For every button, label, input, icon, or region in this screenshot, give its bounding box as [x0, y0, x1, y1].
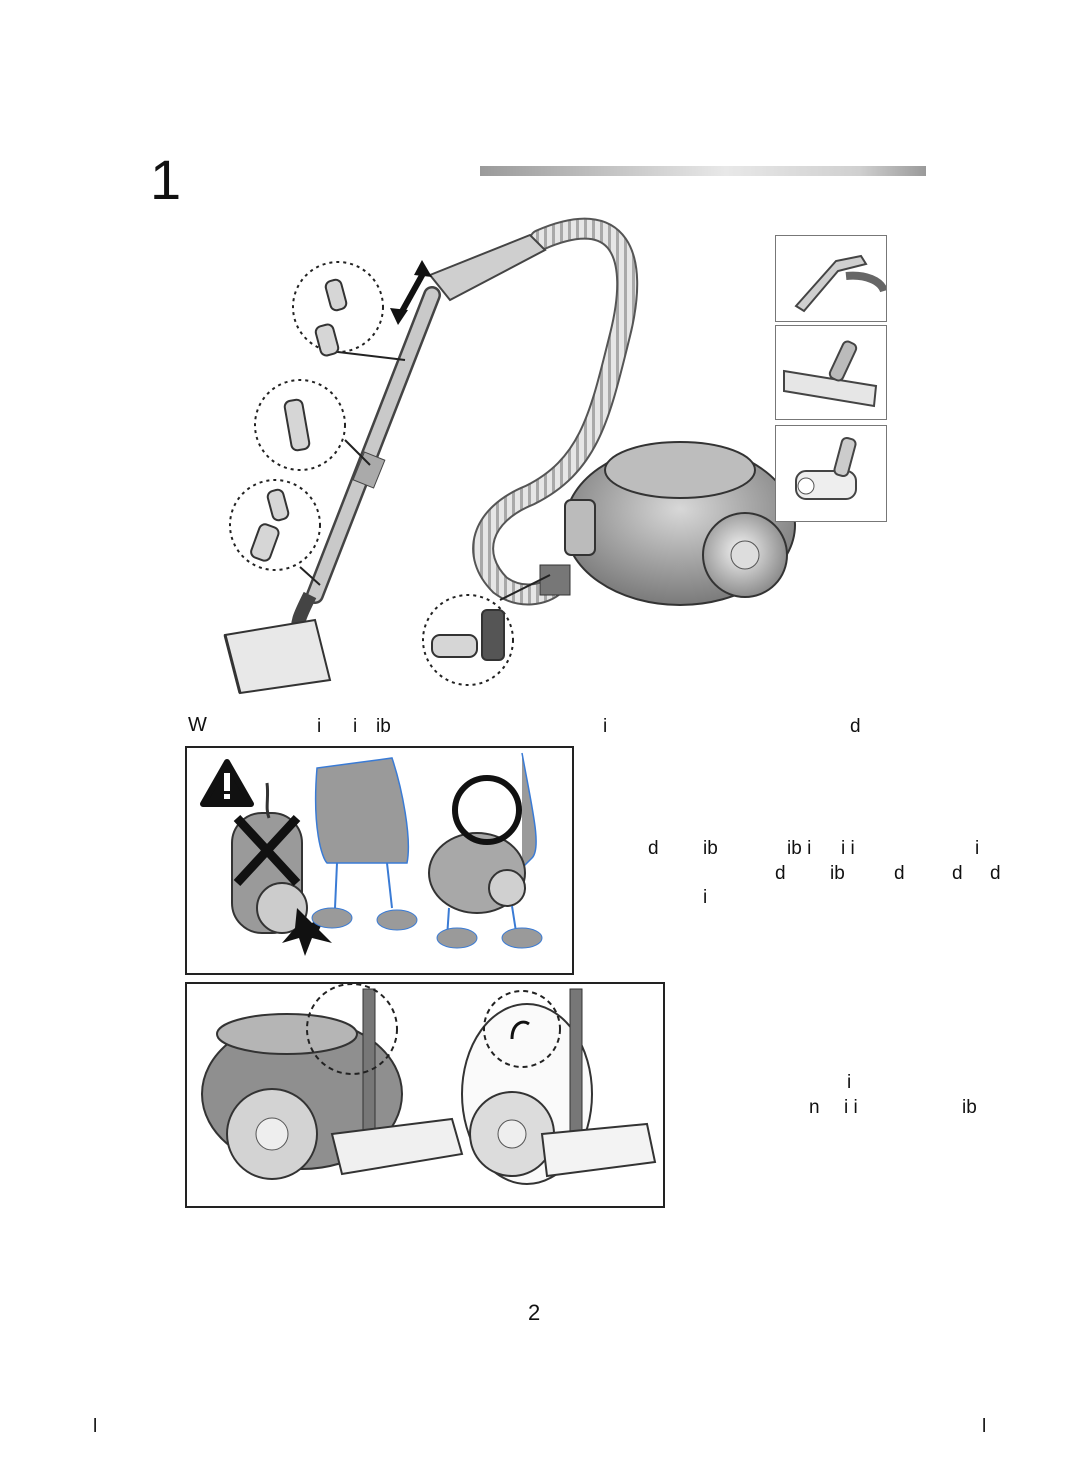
caution-line2-part-2: ib	[830, 863, 845, 884]
warning-part-4: i	[603, 716, 608, 737]
note-line2-part-2: i i	[844, 1097, 858, 1118]
caution-line2-part-4: d	[952, 863, 963, 884]
warning-triangle-icon	[200, 759, 254, 807]
note-line2-part-1: n	[809, 1097, 820, 1118]
caution-line2-part-3: d	[894, 863, 905, 884]
warning-part-2: i	[353, 716, 358, 737]
caution-line1-part-5: i	[975, 838, 980, 859]
warning-part-1: i	[317, 716, 322, 737]
caution-line2-part-5: d	[990, 863, 1001, 884]
accessory-floor-brush-thumbnail	[775, 325, 887, 420]
warning-marker: W	[188, 714, 207, 736]
note-line1-part-1: i	[847, 1072, 852, 1093]
accessory-dusting-brush-thumbnail	[775, 235, 887, 322]
carry-caution-illustration	[185, 746, 574, 975]
warning-part-3: ib	[376, 716, 391, 737]
note-line2-part-3: ib	[962, 1097, 977, 1118]
crevice-handle-icon	[794, 254, 886, 313]
footer-left-mark: l	[93, 1416, 98, 1437]
footer-right-mark: l	[982, 1416, 987, 1437]
warning-part-5: d	[850, 716, 861, 737]
section-number: 1	[150, 148, 182, 211]
caution-line1-part-1: d	[648, 838, 659, 859]
storage-illustration	[185, 982, 665, 1208]
caution-line3-part-1: i	[703, 887, 708, 908]
caution-line1-part-3: ib i	[787, 838, 812, 859]
section-header: 1	[150, 150, 930, 210]
caution-line2-part-1: d	[775, 863, 786, 884]
caution-line1-part-2: ib	[703, 838, 718, 859]
caution-line1-part-4: i i	[841, 838, 855, 859]
accessory-turbo-brush-thumbnail	[775, 425, 887, 522]
header-gradient-bar	[480, 166, 926, 176]
turbo-brush-icon	[795, 436, 857, 500]
floor-brush-icon	[783, 340, 878, 408]
page-number: 2	[528, 1300, 541, 1325]
vacuum-assembly-illustration	[223, 217, 796, 695]
